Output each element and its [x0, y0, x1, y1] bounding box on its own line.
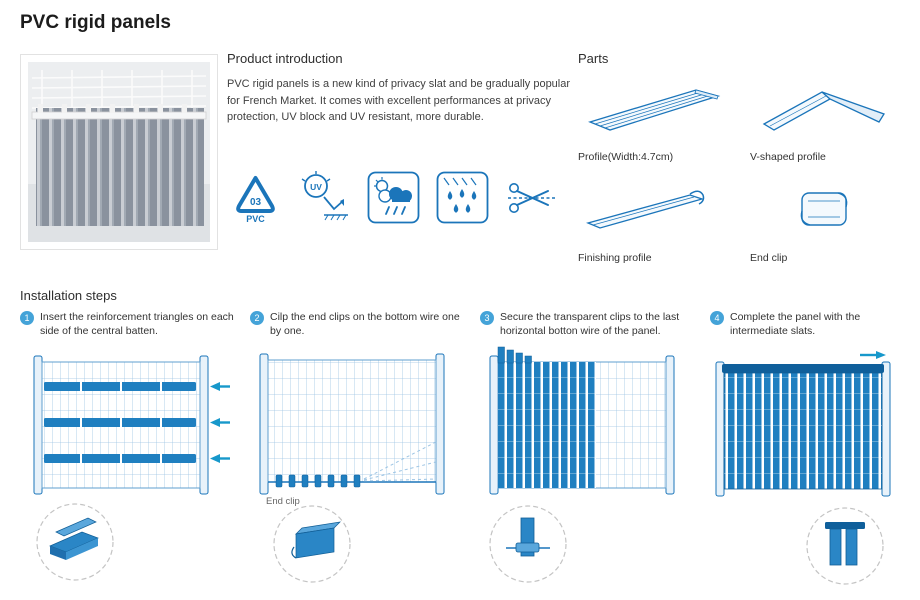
part-item-finishing-profile: Finishing profile — [578, 181, 750, 264]
end-clip-drawing — [800, 192, 848, 226]
step-1: 1 Insert the reinforcement triangles on … — [20, 310, 238, 586]
uv-resistant-icon: UV — [301, 171, 348, 221]
step-text: Secure the transparent clips to the last… — [500, 311, 680, 338]
part-label: Finishing profile — [578, 252, 652, 264]
feature-icon-row: 03 PVC UV — [227, 169, 560, 226]
profile-drawing — [588, 89, 721, 131]
uv-label: UV — [310, 182, 322, 192]
step-2: 2 Cilp the end clips on the bottom wire … — [250, 310, 468, 586]
step-number-badge: 2 — [250, 311, 264, 325]
page-title: PVC rigid panels — [20, 12, 171, 33]
step-number-badge: 3 — [480, 311, 494, 325]
slide-arrow-icon — [860, 351, 886, 360]
weather-resistant-icon — [367, 171, 420, 224]
part-item-v-profile: V-shaped profile — [750, 80, 902, 163]
part-item-end-clip: End clip — [750, 181, 902, 264]
cuttable-scissors-icon — [508, 183, 555, 213]
step-text: Insert the reinforcement triangles on ea… — [40, 311, 234, 338]
part-label: End clip — [750, 252, 788, 264]
part-label: V-shaped profile — [750, 151, 826, 163]
step-4: 4 Complete the panel with the intermedia… — [710, 310, 898, 586]
part-label: Profile(Width:4.7cm) — [578, 151, 674, 163]
step-1-illustration — [33, 355, 230, 581]
parts-grid: Profile(Width:4.7cm) V-shaped profile Fi… — [578, 80, 912, 264]
recycle-pvc-label: PVC — [246, 214, 265, 224]
parts-heading: Parts — [578, 51, 609, 66]
step-number-badge: 1 — [20, 311, 34, 325]
step-2-illustration: End clip — [259, 353, 445, 583]
intro-body: PVC rigid panels is a new kind of privac… — [227, 78, 571, 123]
part-item-profile: Profile(Width:4.7cm) — [578, 80, 750, 163]
product-introduction: Product introduction PVC rigid panels is… — [227, 51, 577, 126]
step-3: 3 Secure the transparent clips to the la… — [480, 310, 698, 586]
step-2-header: 2 Cilp the end clips on the bottom wire … — [250, 310, 468, 338]
installation-heading: Installation steps — [20, 288, 117, 303]
installation-steps: 1 Insert the reinforcement triangles on … — [20, 310, 898, 586]
step-3-header: 3 Secure the transparent clips to the la… — [480, 310, 698, 338]
fence-photo-image — [28, 62, 210, 242]
parts-section: Parts Profile(Width:4.7cm) V-s — [578, 51, 912, 264]
step-text: Complete the panel with the intermediate… — [730, 311, 861, 338]
step-number-badge: 4 — [710, 311, 724, 325]
recycle-code-label: 03 — [250, 197, 262, 208]
step-1-header: 1 Insert the reinforcement triangles on … — [20, 310, 238, 338]
insert-arrows-icon — [210, 382, 230, 464]
v-profile-drawing — [762, 91, 885, 131]
recycle-pvc-icon: 03 PVC — [236, 176, 275, 224]
intro-heading: Product introduction — [227, 51, 343, 66]
finishing-profile-drawing — [586, 190, 705, 229]
step-text: Cilp the end clips on the bottom wire on… — [270, 311, 460, 338]
step-4-illustration — [715, 351, 891, 585]
end-clip-callout-label: End clip — [266, 496, 300, 507]
detail-circle — [806, 507, 884, 585]
step-3-illustration — [489, 347, 675, 583]
product-photo — [20, 54, 218, 250]
waterproof-icon — [436, 171, 489, 224]
step-4-header: 4 Complete the panel with the intermedia… — [710, 310, 898, 338]
